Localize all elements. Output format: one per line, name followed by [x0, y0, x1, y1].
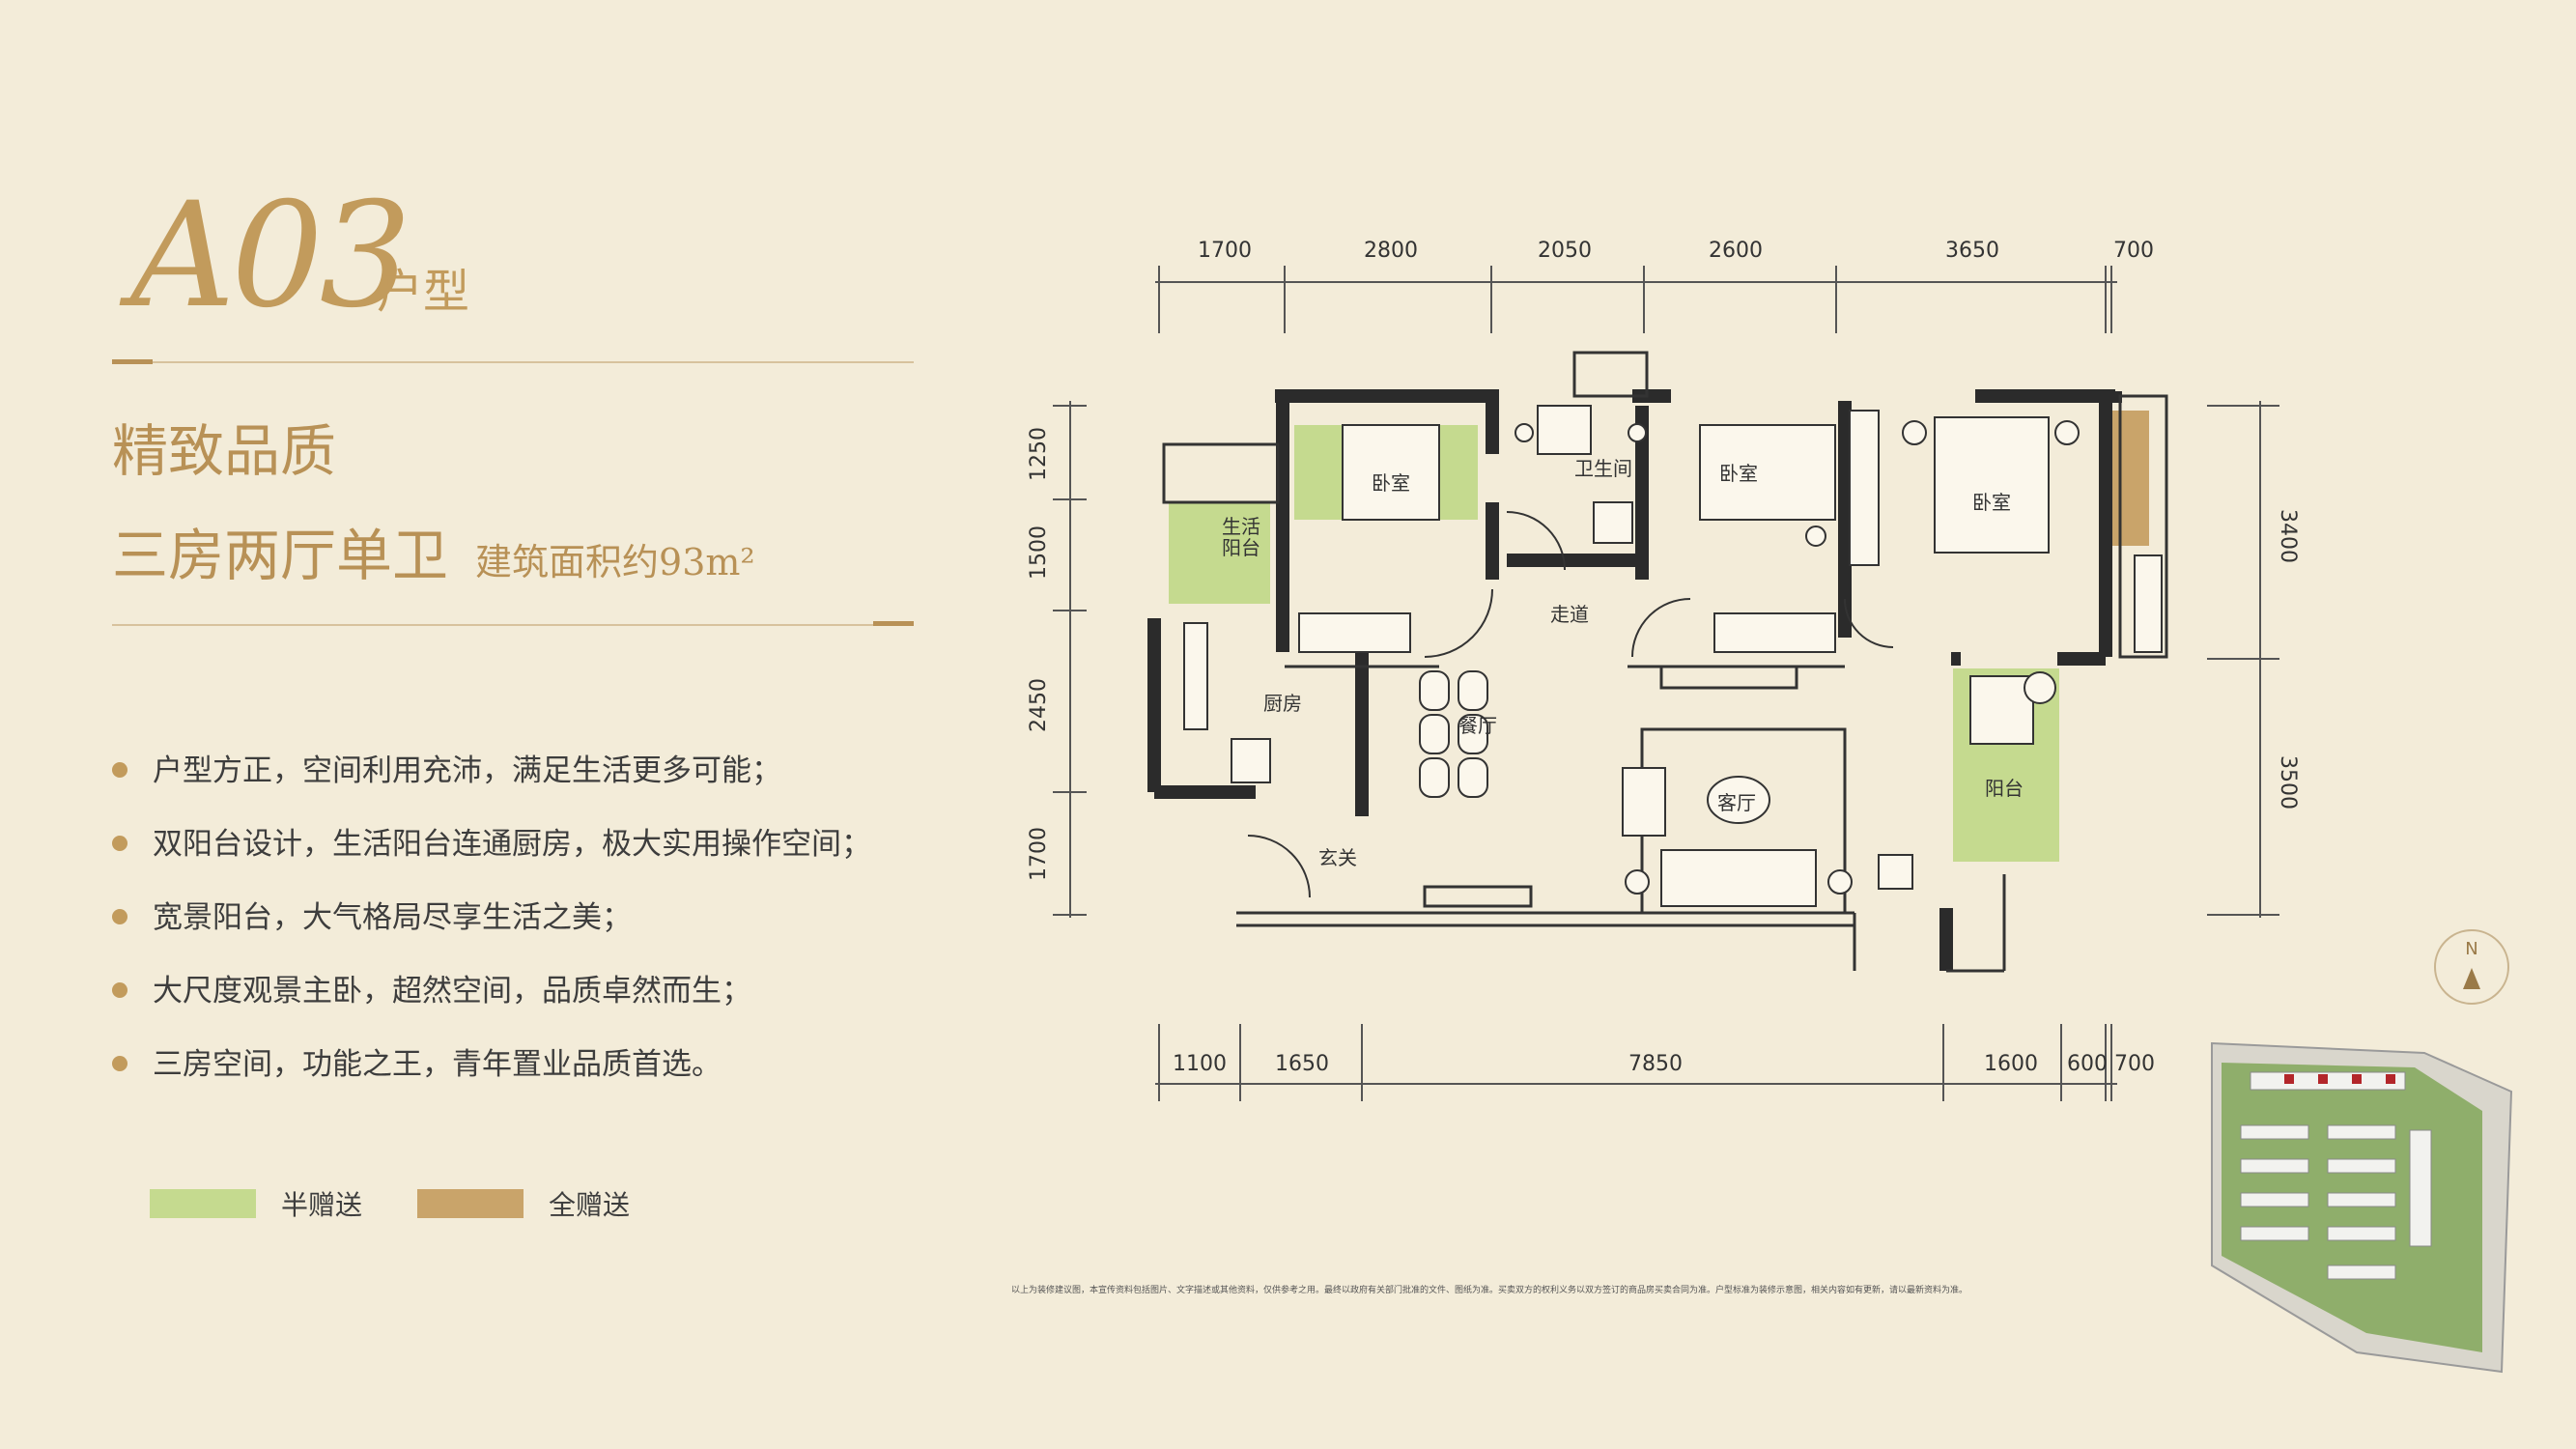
- dimension-labels: 1700 2800 2050 2600 3650 700 1100 1650 7…: [1027, 239, 2300, 1076]
- dimension-lines: [1053, 266, 2279, 1101]
- dim-top-5: 3650: [1945, 239, 1999, 263]
- room-label-bathroom: 卫生间: [1574, 457, 1632, 480]
- room-label-dining: 餐厅: [1458, 714, 1497, 737]
- feature-item: 大尺度观景主卧，超然空间，品质卓然而生；: [112, 969, 871, 1042]
- dim-top-6: 700: [2113, 239, 2154, 263]
- dim-left-1: 1250: [1027, 427, 1051, 481]
- unit-suffix: 户型: [377, 265, 470, 319]
- room-label-bedroom: 卧室: [1372, 471, 1410, 495]
- room-label-corridor: 走道: [1550, 603, 1589, 626]
- north-compass-icon: N: [2434, 929, 2509, 1005]
- bullet-dot-icon: [112, 982, 127, 998]
- feature-item: 三房空间，功能之王，青年置业品质首选。: [112, 1042, 871, 1116]
- room-label-kitchen: 厨房: [1263, 692, 1302, 715]
- legend-half-gift: 半赠送: [150, 1184, 362, 1223]
- legend-swatch-gold: [417, 1189, 524, 1218]
- unit-code: A03: [130, 172, 411, 340]
- bullet-dot-icon: [112, 762, 127, 778]
- feature-item: 户型方正，空间利用充沛，满足生活更多可能；: [112, 749, 871, 822]
- dim-bottom-1: 1100: [1173, 1052, 1227, 1076]
- top-divider-accent: [112, 359, 153, 364]
- floor-area: 建筑面积约93m²: [475, 541, 755, 583]
- dim-right-1: 3400: [2276, 509, 2300, 563]
- north-arrow-icon: [2463, 968, 2480, 989]
- dim-top-2: 2800: [1364, 239, 1418, 263]
- site-plan-thumbnail: [2211, 1041, 2513, 1374]
- bullet-dot-icon: [112, 836, 127, 851]
- dim-top-4: 2600: [1709, 239, 1763, 263]
- disclaimer: 以上为装修建议图，本宣传资料包括图片、文字描述或其他资料，仅供参考之用。最终以政…: [1011, 1286, 1968, 1295]
- dim-bottom-2: 1650: [1275, 1052, 1329, 1076]
- feature-text: 大尺度观景主卧，超然空间，品质卓然而生；: [153, 974, 751, 1009]
- feature-text: 户型方正，空间利用充沛，满足生活更多可能；: [153, 753, 781, 788]
- compass-label: N: [2465, 939, 2478, 959]
- legend-full-gift: 全赠送: [417, 1184, 630, 1223]
- feature-item: 双阳台设计，生活阳台连通厨房，极大实用操作空间；: [112, 822, 871, 895]
- feature-text: 双阳台设计，生活阳台连通厨房，极大实用操作空间；: [153, 827, 871, 862]
- room-label-entrance: 玄关: [1318, 846, 1357, 869]
- legend-label: 全赠送: [549, 1189, 631, 1221]
- top-divider: [112, 361, 914, 363]
- dim-top-1: 1700: [1198, 239, 1252, 263]
- bottom-divider: [112, 624, 914, 626]
- room-label-bedroom-2: 卧室: [1719, 462, 1758, 485]
- bottom-divider-accent: [873, 621, 914, 626]
- feature-text: 三房空间，功能之王，青年置业品质首选。: [153, 1047, 722, 1082]
- room-labels: 卧室 卫生间 卧室 卧室 生活 阳台 走道 厨房 餐厅 客厅 阳台 玄关: [1222, 457, 2024, 869]
- unit-title: A03 户型: [130, 172, 469, 340]
- layout-type: 三房两厅单卫: [112, 523, 449, 588]
- dim-bottom-4: 1600: [1984, 1052, 2038, 1076]
- legend-label: 半赠送: [281, 1189, 363, 1221]
- furniture: [1183, 405, 2163, 907]
- room-label-balcony: 阳台: [1985, 777, 2024, 800]
- dim-left-4: 1700: [1027, 827, 1051, 881]
- layout-description: 三房两厅单卫建筑面积约93m²: [112, 510, 755, 591]
- door-swings: [1247, 511, 1894, 898]
- dim-right-2: 3500: [2276, 755, 2300, 810]
- dim-bottom-3: 7850: [1628, 1052, 1683, 1076]
- walls: [1147, 389, 2122, 971]
- dim-top-3: 2050: [1538, 239, 1592, 263]
- feature-text: 宽景阳台，大气格局尽享生活之美；: [153, 900, 632, 935]
- feature-list: 户型方正，空间利用充沛，满足生活更多可能； 双阳台设计，生活阳台连通厨房，极大实…: [112, 749, 871, 1116]
- room-label-master-bedroom: 卧室: [1972, 491, 2011, 514]
- legend-swatch-green: [150, 1189, 256, 1218]
- bullet-dot-icon: [112, 909, 127, 924]
- dim-bottom-5: 600: [2067, 1052, 2108, 1076]
- dim-left-2: 1500: [1027, 526, 1051, 580]
- bullet-dot-icon: [112, 1056, 127, 1071]
- feature-item: 宽景阳台，大气格局尽享生活之美；: [112, 895, 871, 969]
- room-label-service-balcony-2: 阳台: [1222, 536, 1260, 559]
- room-label-living: 客厅: [1717, 791, 1756, 814]
- service-balcony-area: [1169, 502, 1270, 604]
- dim-bottom-6: 700: [2114, 1052, 2155, 1076]
- room-label-service-balcony-1: 生活: [1222, 515, 1260, 538]
- dim-left-3: 2450: [1027, 678, 1051, 732]
- tagline: 精致品质: [112, 418, 337, 484]
